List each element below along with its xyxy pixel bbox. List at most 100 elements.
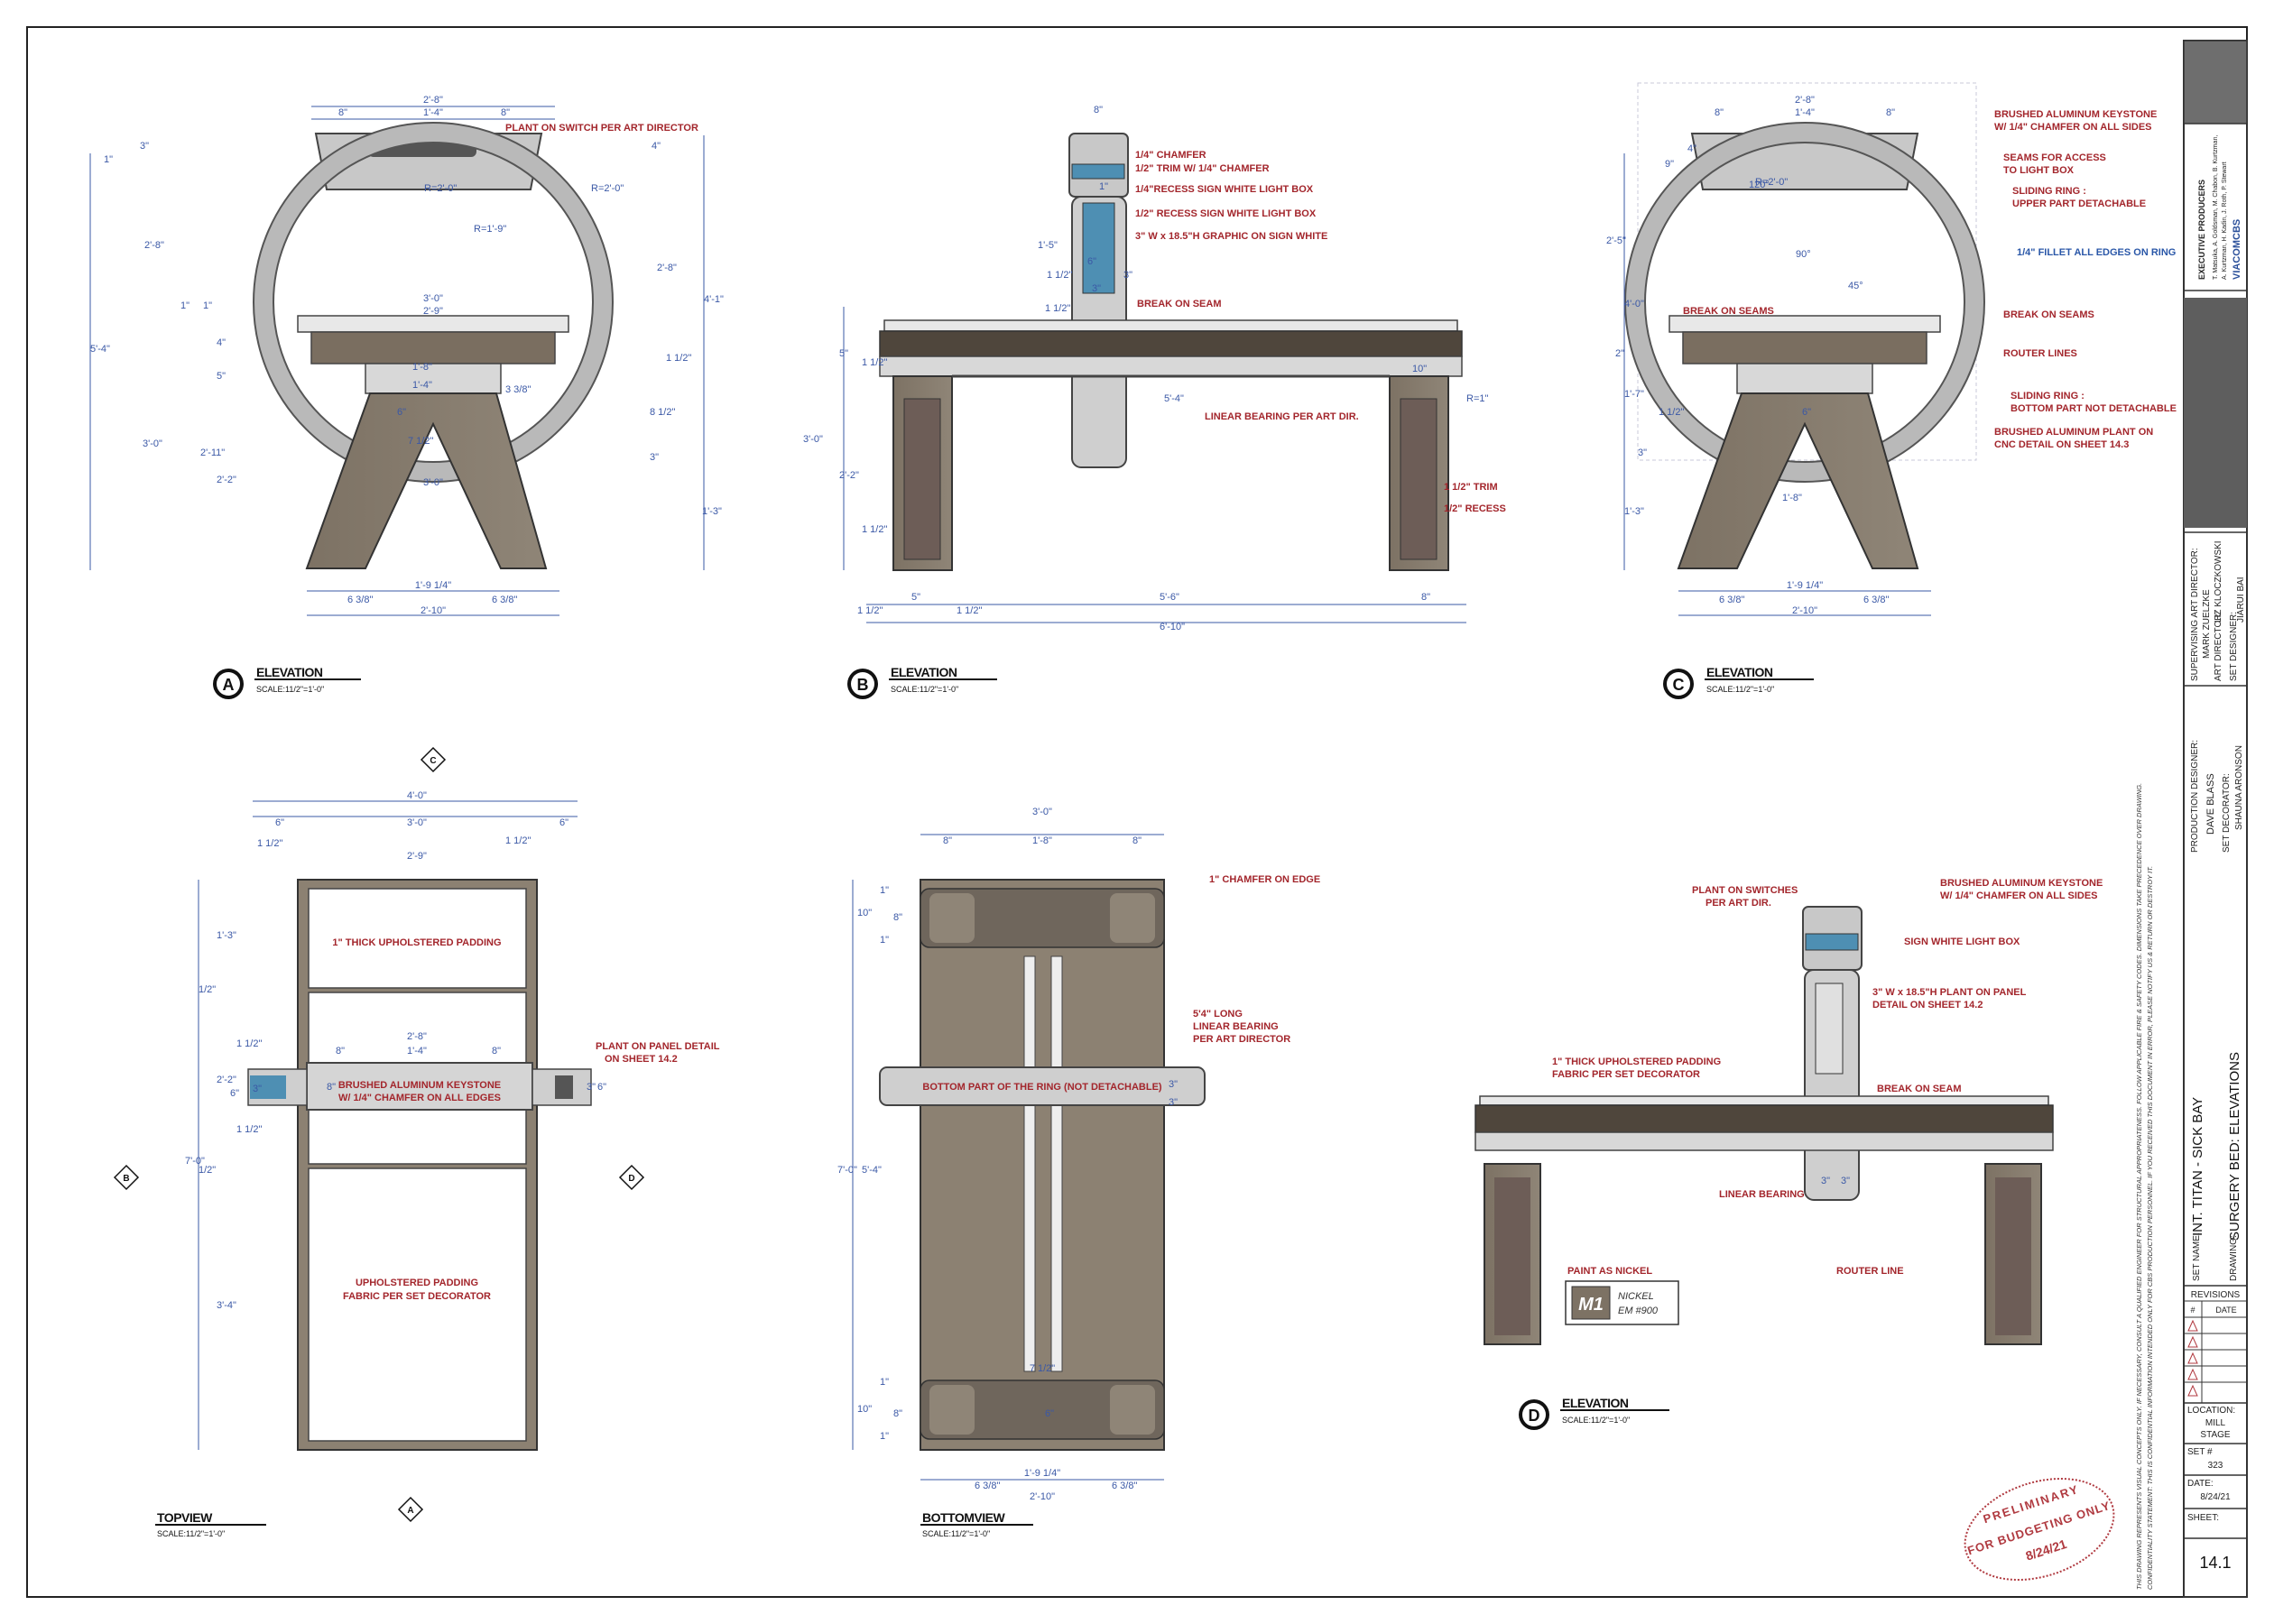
note-c-plant2: CNC DETAIL ON SHEET 14.3: [1994, 439, 2129, 450]
dim-b-w56: 5'-6": [1160, 592, 1179, 603]
dim-d-3r: 3": [1841, 1176, 1850, 1186]
note-c-seams: SEAMS FOR ACCESS: [2003, 152, 2106, 163]
section-marker-c-label: C: [430, 756, 436, 766]
note-b-recess14: 1/4"RECESS SIGN WHITE LIGHT BOX: [1135, 184, 1314, 195]
view-title-a: A ELEVATION SCALE:11/2"=1'-0": [213, 665, 361, 699]
dim-bot-d3a: 3": [1169, 1079, 1178, 1090]
elevation-b: 8" 1/4" CHAMFER 1/2" TRIM W/ 1/4" CHAMFE…: [803, 105, 1506, 632]
material-spec: EM #900: [1618, 1306, 1659, 1316]
note-c-fillet: 1/4" FILLET ALL EDGES ON RING: [2017, 247, 2176, 258]
dim-top-d112b: 1 1/2": [236, 1124, 262, 1135]
dim-a-d6: 6": [397, 407, 406, 418]
dim-b-d112d: 1 1/2": [862, 524, 887, 535]
tb-ad-label: ART DIRECTOR:: [2214, 612, 2223, 681]
dim-c-h17: 1'-7": [1624, 389, 1644, 400]
note-d-padding: 1" THICK UPHOLSTERED PADDING: [1552, 1057, 1721, 1067]
dim-c-d112: 1 1/2": [1659, 407, 1684, 418]
dim-b-d3b: 3": [1123, 270, 1132, 281]
note-d-padding2: FABRIC PER SET DECORATOR: [1552, 1069, 1700, 1080]
note-top-padding3: FABRIC PER SET DECORATOR: [343, 1291, 491, 1302]
note-bot-linear3: PER ART DIRECTOR: [1193, 1034, 1290, 1045]
tb-dec-name: SHAUNA ARONSON: [2234, 745, 2244, 830]
note-top-padding2: UPHOLSTERED PADDING: [356, 1278, 478, 1288]
tb-setname-label: SET NAME:: [2192, 1232, 2202, 1281]
dim-bot-d8a: 8": [893, 912, 902, 923]
view-letter-a: A: [223, 676, 235, 694]
tb-exec-names1: T. Matsuka, A. Goldsman, M. Chabon, B. K…: [2213, 135, 2219, 280]
dim-bot-d1d: 1": [880, 1431, 889, 1442]
dim-top-d8c: 8": [327, 1082, 336, 1093]
note-c-router: ROUTER LINES: [2003, 348, 2077, 359]
note-b-recess112: 1/2" RECESS: [1444, 503, 1506, 514]
dim-b-d8: 8": [1421, 592, 1430, 603]
dim-c-a120: 120°: [1749, 180, 1770, 190]
note-c-sliding-up: SLIDING RING :: [2012, 186, 2086, 197]
dim-a-w638l: 6 3/8": [347, 595, 373, 605]
dim-top-d8r: 8": [492, 1046, 501, 1057]
dim-c-h13: 1'-3": [1624, 506, 1644, 517]
dim-a-d812: 8 1/2": [650, 407, 675, 418]
dim-top-h12b: 1/2": [199, 1165, 216, 1176]
note-d-keystone2: W/ 1/4" CHAMFER ON ALL SIDES: [1940, 890, 2098, 901]
dim-a-d4: 4": [652, 141, 661, 152]
dim-bot-d6: 6": [1045, 1408, 1054, 1419]
dim-d-3l: 3": [1821, 1176, 1830, 1186]
tb-location2: STAGE: [2200, 1430, 2230, 1440]
tb-rev-date: DATE: [2215, 1306, 2236, 1315]
view-title-b: B ELEVATION SCALE:11/2"=1'-0": [847, 665, 997, 699]
preliminary-stamp: PRELIMINARY FOR BUDGETING ONLY 8/24/21: [1964, 1478, 2115, 1581]
dim-a-w638r: 6 3/8": [492, 595, 517, 605]
dim-top-d6r2: 6": [597, 1082, 606, 1093]
note-b-linear: LINEAR BEARING PER ART DIR.: [1205, 411, 1359, 422]
view-letter-b: B: [857, 676, 869, 694]
dim-bot-w1914: 1'-9 1/4": [1024, 1468, 1060, 1479]
dim-bot-d1c: 1": [880, 1377, 889, 1388]
view-title-bottom: BOTTOMVIEW SCALE:11/2"=1'-0": [920, 1510, 1033, 1538]
elevation-a: 2'-8" 8" 1'-4" 8" PLANT ON SWITCH PER AR…: [89, 95, 724, 616]
dim-c-a45: 45°: [1848, 281, 1863, 291]
dim-c-d4: 4": [1687, 143, 1696, 154]
material-name: NICKEL: [1618, 1291, 1654, 1302]
note-c-break-left: BREAK ON SEAMS: [1683, 306, 1774, 317]
dim-a-w210: 2'-10": [421, 605, 446, 616]
legs-a: [305, 392, 548, 569]
dim-b-w54: 5'-4": [1164, 393, 1184, 404]
bottom-frame: [920, 879, 1165, 1451]
note-top-padding1: 1" THICK UPHOLSTERED PADDING: [332, 937, 501, 948]
note-d-sign: SIGN WHITE LIGHT BOX: [1904, 937, 2020, 947]
section-marker-a-label: A: [407, 1506, 413, 1516]
dim-top-w28: 2'-8": [407, 1031, 427, 1042]
note-top-plant: PLANT ON PANEL DETAIL: [596, 1041, 720, 1052]
dim-a-h13: 1'-3": [702, 506, 722, 517]
dim-bot-d3b: 3": [1169, 1097, 1178, 1108]
view-title-text-top: TOPVIEW: [157, 1510, 213, 1525]
dim-top-d6l: 6": [275, 817, 284, 828]
dim-c-a90: 90°: [1796, 249, 1811, 260]
dim-a-w30b: 3'-0": [423, 477, 443, 488]
dim-top-d6r: 6": [559, 817, 568, 828]
dim-a-d3b: 3": [650, 452, 659, 463]
dim-a-d712: 7 1/2": [408, 436, 433, 447]
dim-a-d1b: 1": [180, 300, 190, 311]
dim-a-top-r: 8": [501, 107, 510, 118]
dim-bot-w638r: 6 3/8": [1112, 1481, 1137, 1491]
dim-a-h211: 2'-11": [200, 448, 225, 458]
dim-a-h264: 2'-8": [144, 240, 164, 251]
dim-c-h18: 1'-8": [1782, 493, 1802, 503]
dim-top-h13: 1'-3": [217, 930, 236, 941]
dim-c-r2: R=2'-0": [1755, 177, 1788, 188]
dim-a-h41: 4'-1": [704, 294, 724, 305]
dim-bot-d8r: 8": [1132, 835, 1142, 846]
dim-bot-h70: 7'-0": [837, 1165, 857, 1176]
section-marker-c: C: [420, 746, 447, 773]
dim-b-d112c: 1 1/2": [862, 357, 887, 368]
note-top-keystone2: W/ 1/4" CHAMFER ON ALL EDGES: [338, 1093, 501, 1103]
title-block: EXECUTIVE PRODUCERS T. Matsuka, A. Golds…: [2183, 40, 2248, 1598]
dim-a-h22: 2'-2": [217, 475, 236, 485]
view-title-top: TOPVIEW SCALE:11/2"=1'-0": [155, 1510, 266, 1538]
dim-a-d112: 1 1/2": [666, 353, 691, 364]
stamp-date: 8/24/21: [2024, 1536, 2069, 1564]
dim-top-d3: 3": [253, 1084, 262, 1094]
note-a-plant-switch: PLANT ON SWITCH PER ART DIRECTOR: [505, 123, 698, 134]
tb-setname: INT. TITAN - SICK BAY: [2190, 1097, 2205, 1236]
